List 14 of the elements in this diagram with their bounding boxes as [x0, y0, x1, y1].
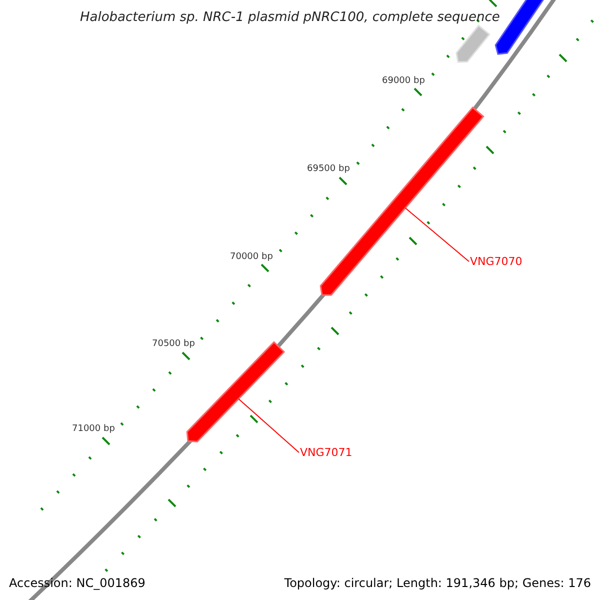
tick-label: 69000 bp: [382, 76, 425, 86]
tick-label: 69500 bp: [307, 164, 350, 174]
tick-label: 71000 bp: [72, 424, 115, 434]
leader-line: [404, 208, 470, 262]
gene-label: VNG7071: [300, 446, 352, 459]
topology-text: Topology: circular; Length: 191,346 bp; Genes: 176: [284, 576, 591, 590]
tick-label: 70500 bp: [152, 339, 195, 349]
title: Halobacterium sp. NRC-1 plasmid pNRC100, complete sequence: [80, 10, 500, 25]
gene-label: VNG7070: [470, 255, 522, 268]
accession-text: Accession: NC_001869: [9, 576, 146, 590]
leader-line: [238, 398, 300, 453]
gene-arrow: [456, 24, 490, 63]
gene-arrow: [186, 341, 286, 442]
tick-label: 70000 bp: [230, 252, 273, 262]
